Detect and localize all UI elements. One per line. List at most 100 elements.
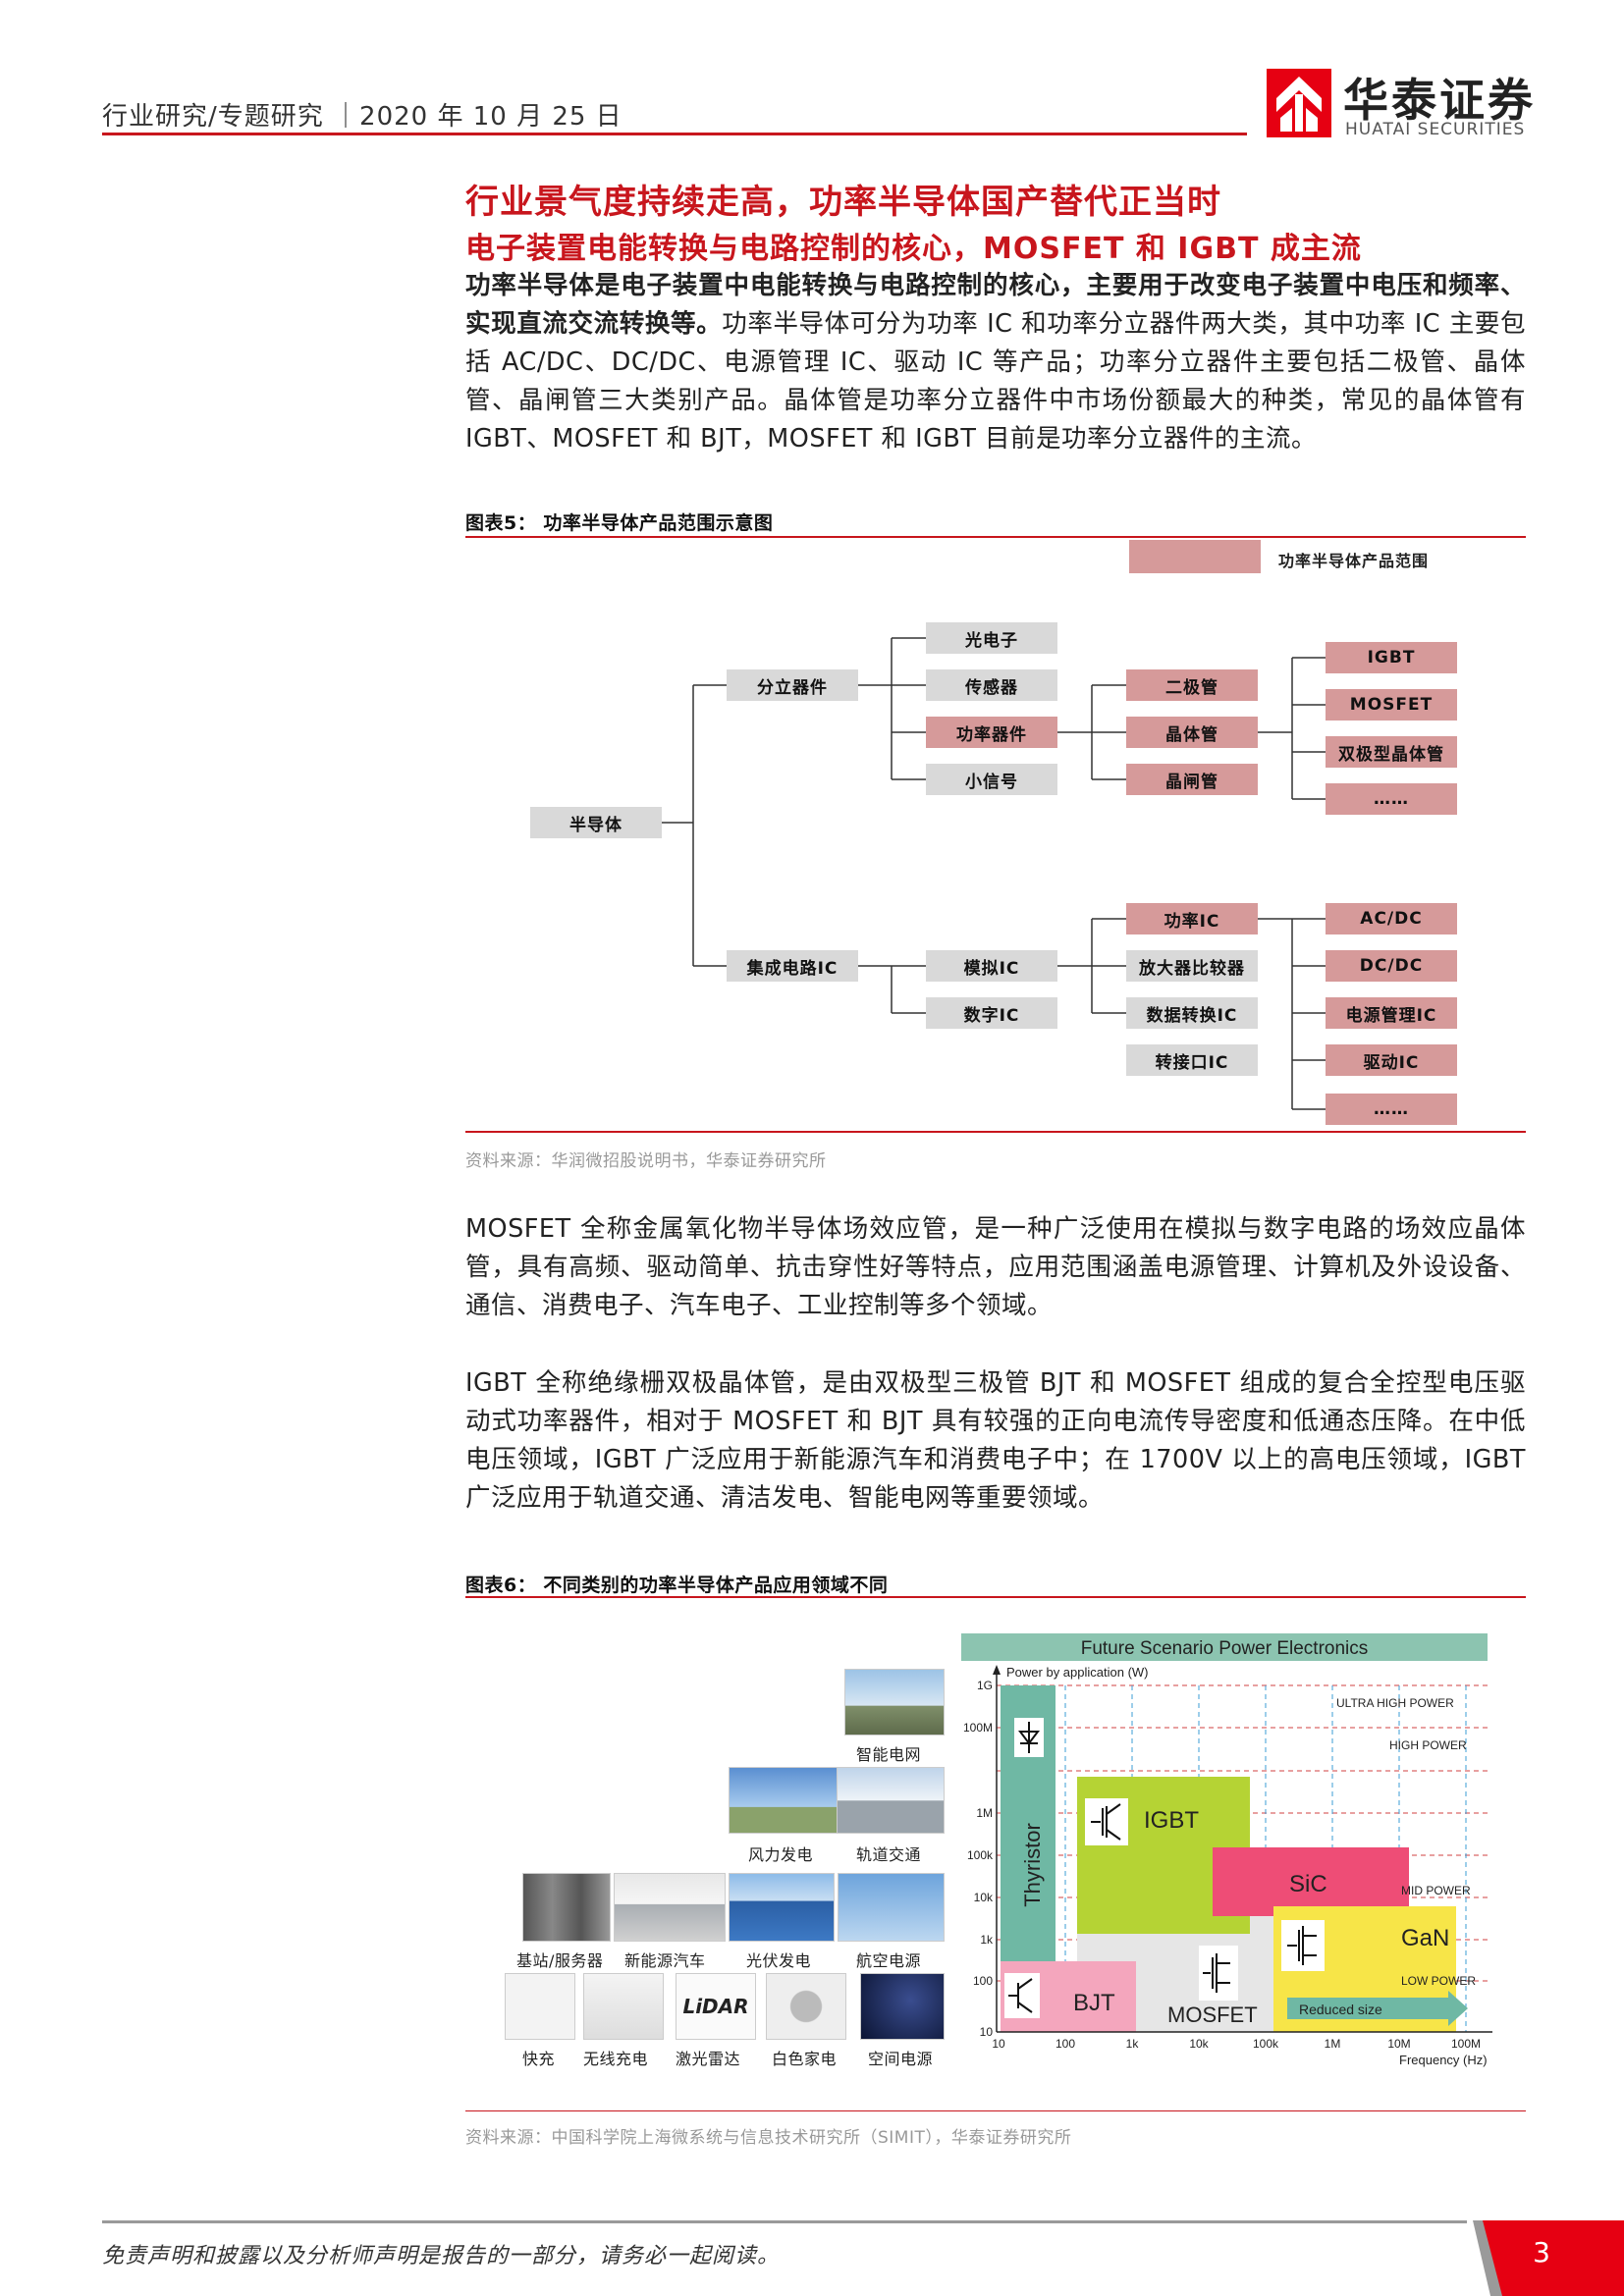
y-tick-1k: 1k (980, 1933, 994, 1947)
node-small-signal: 小信号 (926, 764, 1057, 795)
node-diode: 二极管 (1126, 669, 1258, 701)
y-tick-10: 10 (980, 2025, 994, 2039)
wireless-charger-image (583, 1973, 664, 2040)
legend-label: 功率半导体产品范围 (1278, 552, 1430, 570)
y-tick-1g: 1G (977, 1679, 993, 1692)
y-tick-1m: 1M (976, 1806, 993, 1820)
section-subtitle: 电子装置电能转换与电路控制的核心，MOSFET 和 IGBT 成主流 (465, 232, 1362, 266)
y-tick-100: 100 (973, 1974, 993, 1988)
chart-title: Future Scenario Power Electronics (1081, 1638, 1369, 1659)
y-tick-labels: 1G 100M 1M 100k 10k 1k 100 10 (963, 1679, 994, 2039)
node-transistor: 晶体管 (1126, 717, 1258, 748)
device-symbols (1004, 1718, 1325, 2018)
node-amplifier: 放大器比较器 (1126, 950, 1258, 982)
footer-rule (102, 2220, 1467, 2223)
x-tick-1k: 1k (1126, 2037, 1140, 2051)
level-high: HIGH POWER (1389, 1738, 1467, 1752)
sic-label: SiC (1289, 1871, 1327, 1897)
figure6-top-rule (465, 1596, 1526, 1598)
page-number-tab (1473, 2220, 1624, 2296)
x-tick-100m: 100M (1451, 2037, 1481, 2051)
node-thyristor: 晶闸管 (1126, 764, 1258, 795)
app-label-server: 基站/服务器 (516, 1951, 604, 1970)
igbt-label: IGBT (1144, 1807, 1199, 1834)
node-optoelectronics: 光电子 (926, 622, 1057, 654)
figure5-caption: 图表5： 功率半导体产品范围示意图 (465, 512, 774, 534)
node-sensor: 传感器 (926, 669, 1057, 701)
x-tick-10m: 10M (1387, 2037, 1410, 2051)
app-label-wind-power: 风力发电 (748, 1845, 814, 1864)
appliance-image (766, 1973, 846, 2040)
power-electronics-chart: Future Scenario Power Electronics Power … (961, 1633, 1492, 2067)
reduced-size-arrow-icon (1287, 1991, 1468, 2026)
node-interface-ic: 转接口IC (1126, 1044, 1258, 1076)
legend-swatch (1129, 540, 1261, 573)
huatai-logo-icon (1267, 69, 1331, 137)
app-label-fast-charge: 快充 (522, 2050, 556, 2068)
page-number: 3 (1533, 2236, 1550, 2269)
x-axis-label: Frequency (Hz) (1399, 2053, 1488, 2067)
node-power-device: 功率器件 (926, 717, 1057, 748)
y-tick-100k: 100k (967, 1848, 994, 1862)
paragraph-igbt: IGBT 全称绝缘栅双极晶体管，是由双极型三极管 BJT 和 MOSFET 组成… (465, 1368, 1526, 1513)
node-semiconductor: 半导体 (530, 807, 662, 838)
x-tick-1m: 1M (1325, 2037, 1341, 2051)
node-pmic: 电源管理IC (1326, 997, 1457, 1029)
paragraph-intro-rest: 功率半导体可分为功率 IC 和功率分立器件两大类，其中功率 IC 主要包括 AC… (465, 309, 1526, 454)
app-label-space: 空间电源 (868, 2050, 934, 2068)
sic-region (1213, 1847, 1409, 1916)
node-mosfet: MOSFET (1326, 689, 1457, 721)
y-axis-arrow-icon (993, 1665, 1001, 1675)
app-label-lidar: 激光雷达 (676, 2050, 741, 2068)
solar-image (729, 1873, 835, 1942)
rail-transit-image (837, 1767, 945, 1834)
app-label-rail-transit: 轨道交通 (856, 1845, 922, 1864)
wind-power-image (729, 1767, 839, 1834)
power-level-labels: ULTRA HIGH POWER HIGH POWER MID POWER LO… (1336, 1696, 1476, 1988)
node-digital-ic: 数字IC (926, 997, 1057, 1029)
level-low: LOW POWER (1401, 1974, 1476, 1988)
app-label-appliance: 白色家电 (772, 2050, 838, 2068)
app-label-aircraft: 航空电源 (856, 1951, 922, 1970)
figure6-source: 资料来源：中国科学院上海微系统与信息技术研究所（SIMIT），华泰证券研究所 (465, 2128, 1072, 2148)
thyristor-label: Thyristor (1020, 1823, 1045, 1907)
node-power-ic: 功率IC (1126, 903, 1258, 934)
node-discrete: 分立器件 (727, 669, 858, 701)
chart-title-bar (961, 1633, 1488, 1661)
node-bjt: 双极型晶体管 (1326, 736, 1457, 768)
node-more-discrete: …… (1326, 783, 1457, 815)
figure5-top-rule (465, 536, 1526, 538)
figure6-bottom-rule (465, 2110, 1526, 2111)
paragraph-intro-bold: 功率半导体是电子装置中电能转换与电路控制的核心，主要用于改变电子装置中电压和频率… (465, 271, 1526, 339)
ev-image (614, 1873, 726, 1942)
app-label-smart-grid: 智能电网 (856, 1745, 922, 1764)
fast-charger-image (505, 1973, 575, 2040)
level-ultra-high: ULTRA HIGH POWER (1336, 1696, 1454, 1710)
x-tick-10: 10 (992, 2037, 1005, 2051)
smart-grid-image (844, 1669, 945, 1735)
node-dcdc: DC/DC (1326, 950, 1457, 982)
tree-connectors (662, 637, 1326, 1110)
y-tick-100m: 100M (963, 1721, 993, 1735)
header-breadcrumb: 行业研究/专题研究 ｜2020 年 10 月 25 日 (102, 102, 623, 132)
bjt-label: BJT (1073, 1990, 1115, 2016)
server-image (522, 1873, 611, 1942)
node-data-converter: 数据转换IC (1126, 997, 1258, 1029)
chart-axes (996, 1669, 1492, 2033)
app-label-ev: 新能源汽车 (624, 1951, 706, 1970)
mosfet-label: MOSFET (1167, 2002, 1258, 2027)
node-ic: 集成电路IC (727, 950, 858, 982)
figure5-bottom-rule (465, 1131, 1526, 1133)
frequency-grid-lines (1064, 1685, 1467, 2032)
node-analog-ic: 模拟IC (926, 950, 1057, 982)
satellite-image (860, 1973, 945, 2040)
y-tick-10k: 10k (974, 1891, 994, 1904)
node-driver-ic: 驱动IC (1326, 1044, 1457, 1076)
reduced-size-label: Reduced size (1299, 2002, 1382, 2017)
x-tick-100k: 100k (1253, 2037, 1279, 2051)
logo-english-name: HUATAI SECURITIES (1345, 120, 1526, 139)
node-more-ic: …… (1326, 1094, 1457, 1125)
header-rule (102, 133, 1247, 135)
figure5-source: 资料来源：华润微招股说明书，华泰证券研究所 (465, 1151, 827, 1171)
aircraft-image (838, 1873, 945, 1942)
